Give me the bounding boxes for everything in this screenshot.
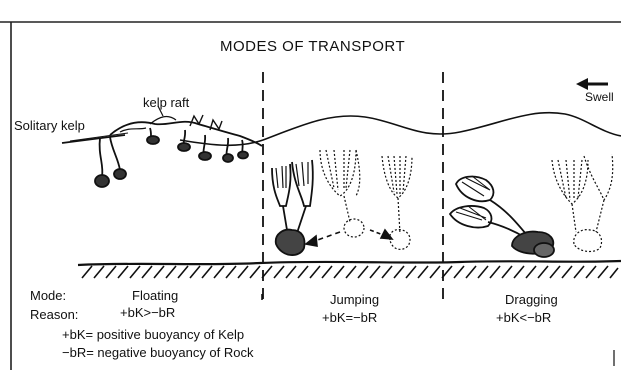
- solitary-kelp-label: Solitary kelp: [14, 118, 85, 133]
- swell-label: Swell: [585, 90, 614, 104]
- diagram-title: MODES OF TRANSPORT: [220, 38, 405, 55]
- jumping-kelp-airborne: [320, 150, 364, 237]
- dragging-kelp-drawing: [450, 176, 554, 257]
- mode-floating-title: Floating: [132, 288, 178, 303]
- mode-dragging-equation: +bK<−bR: [496, 310, 551, 325]
- kelp-buoyancy-definition: +bK= positive buoyancy of Kelp: [62, 327, 244, 342]
- jumping-kelp-grounded: [272, 160, 313, 255]
- dragging-kelp-ghost: [552, 154, 613, 251]
- solitary-kelp-drawing: [62, 133, 128, 187]
- mode-dragging-title: Dragging: [505, 292, 558, 307]
- kelp-raft-drawing: [110, 106, 262, 162]
- jumping-arrows: [306, 230, 392, 246]
- kelp-raft-label: kelp raft: [143, 95, 189, 110]
- mode-floating-equation: +bK>−bR: [120, 305, 175, 320]
- mode-row-label: Mode:: [30, 288, 66, 303]
- swell-arrow-icon: [576, 78, 608, 90]
- rock-buoyancy-definition: −bR= negative buoyancy of Rock: [62, 345, 254, 360]
- mode-jumping-title: Jumping: [330, 292, 379, 307]
- water-surface: [180, 113, 621, 146]
- seabed: [78, 261, 621, 278]
- mode-jumping-equation: +bK=−bR: [322, 310, 377, 325]
- reason-row-label: Reason:: [30, 307, 78, 322]
